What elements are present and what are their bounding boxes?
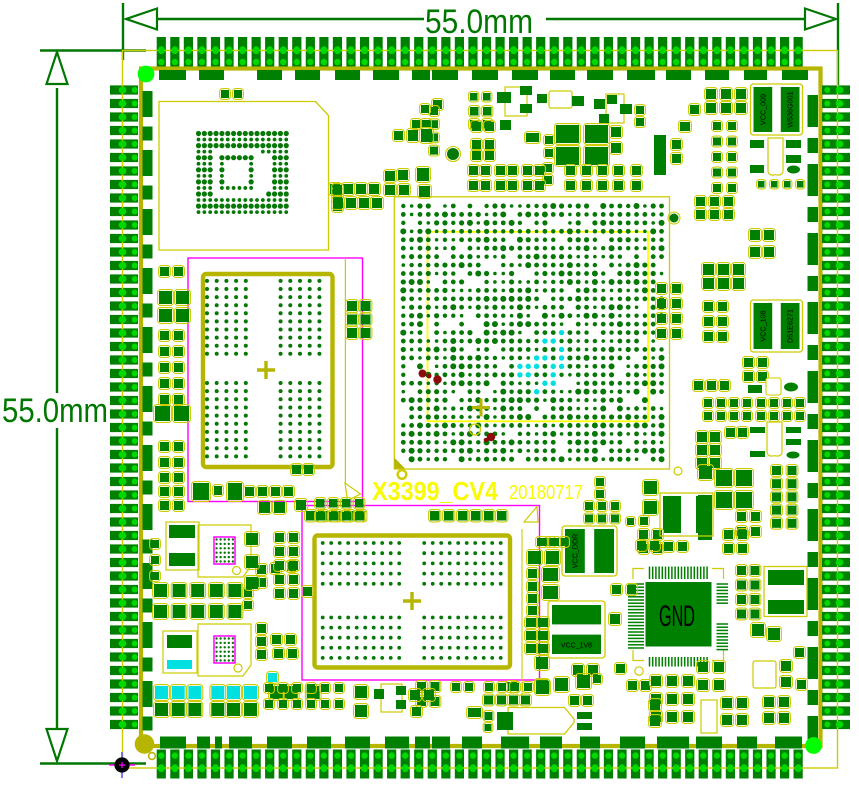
- svg-text:55.0mm: 55.0mm: [2, 392, 108, 430]
- svg-text:55.0mm: 55.0mm: [425, 3, 533, 41]
- svg-text:D51E6271: D51E6271: [786, 309, 795, 343]
- svg-text:W536G001: W536G001: [786, 91, 795, 127]
- svg-text:GND: GND: [659, 600, 695, 633]
- svg-text:VCC_DDR: VCC_DDR: [570, 534, 579, 569]
- svg-text:20180717: 20180717: [509, 482, 583, 504]
- svg-text:VCC_1V8: VCC_1V8: [561, 642, 592, 649]
- svg-text:VCC_108: VCC_108: [758, 310, 767, 341]
- svg-text:X3399_CV4: X3399_CV4: [372, 476, 498, 506]
- svg-text:VCC_009: VCC_009: [758, 94, 767, 125]
